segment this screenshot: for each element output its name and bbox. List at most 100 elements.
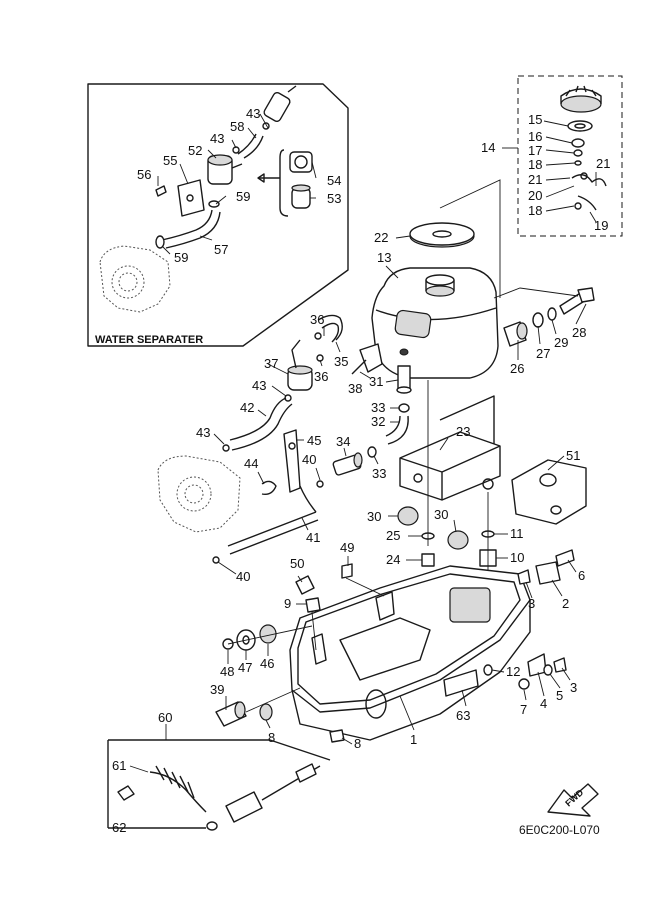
callout-55: 55	[163, 153, 177, 168]
hose-clamp-59-lower	[155, 235, 165, 249]
callout-15: 15	[528, 112, 542, 127]
leader-35	[335, 341, 341, 353]
water-separator-cup-54	[289, 151, 313, 173]
leader-3a	[525, 581, 533, 599]
bracket-23-boss	[482, 478, 494, 490]
fuel-cap-inset	[517, 75, 623, 237]
float-53-top	[291, 184, 311, 192]
drawing-code: 6E0C200-L070	[519, 823, 600, 837]
bolt-28-head	[577, 287, 595, 303]
leader-40b	[217, 561, 237, 575]
leader-23	[439, 437, 449, 451]
leader-52	[207, 149, 217, 159]
fuel-hose-32-edge	[387, 415, 409, 445]
bolt-9	[305, 597, 321, 613]
detail-pointer-arrow	[257, 173, 265, 183]
callout-10: 10	[510, 550, 524, 565]
part-18-upper	[574, 160, 582, 166]
tank-cushion-22-hole	[432, 230, 452, 238]
callout-22: 22	[374, 230, 388, 245]
leader-40a	[315, 467, 321, 481]
grommet-2	[535, 561, 561, 585]
nut-3-upper	[517, 569, 531, 585]
cowling-internal-block	[449, 587, 491, 623]
leader-57	[199, 235, 213, 241]
leader-58	[247, 127, 257, 139]
hose-clip-43-upper	[284, 394, 292, 402]
fuel-tank-cap-14	[560, 95, 602, 113]
callout-40: 40	[236, 569, 250, 584]
fuel-hose-58-edge	[243, 135, 264, 159]
water-separator-outlet	[231, 163, 243, 169]
leader-6	[567, 559, 577, 573]
part-17	[573, 149, 583, 157]
callout-18: 18	[528, 203, 542, 218]
callout-25: 25	[386, 528, 400, 543]
callout-28: 28	[572, 325, 586, 340]
switch-39-axis	[245, 687, 301, 713]
fuel-cock-38-stem	[351, 359, 367, 375]
callout-50: 50	[290, 556, 304, 571]
clip-40-lower	[212, 556, 220, 564]
callout-41: 41	[306, 530, 320, 545]
leader-59a	[215, 195, 227, 205]
screw-12	[483, 664, 493, 676]
water-separator-cap	[207, 154, 233, 166]
callout-31: 31	[369, 374, 383, 389]
callout-30: 30	[367, 509, 381, 524]
callout-32: 32	[371, 414, 385, 429]
bracket-hole	[186, 194, 194, 202]
callout-38: 38	[348, 381, 362, 396]
callout-3: 3	[570, 680, 577, 695]
leader-21a	[545, 177, 571, 181]
callout-54: 54	[327, 173, 341, 188]
callout-27: 27	[536, 346, 550, 361]
fuel-hose-42-edge	[231, 403, 293, 451]
grommet-8-left	[259, 703, 273, 721]
cowling-pivot	[311, 633, 327, 665]
leader-34	[343, 447, 347, 457]
leader-15	[543, 120, 569, 127]
bracket-51-hole-lower	[550, 505, 562, 515]
callout-8: 8	[354, 736, 361, 751]
leader-38	[359, 371, 371, 379]
callout-36: 36	[310, 312, 324, 327]
callout-44: 44	[244, 456, 258, 471]
callout-43: 43	[210, 131, 224, 146]
callout-4: 4	[540, 696, 547, 711]
callout-9: 9	[284, 596, 291, 611]
callout-numbers: 43 58 43 52 55 56 59 59 57 54 53 15 16 1…	[112, 106, 610, 837]
fuel-filter-37-inlet	[291, 339, 301, 369]
callout-33: 33	[371, 400, 385, 415]
leader-51	[547, 455, 565, 471]
fuel-cap-dome	[560, 88, 602, 104]
fuel-filler-neck-top	[425, 274, 455, 286]
clip-40-upper	[316, 480, 324, 488]
leader-50	[297, 575, 303, 583]
leader-4	[537, 671, 545, 697]
callout-21: 21	[528, 172, 542, 187]
leader-20	[545, 185, 575, 198]
bolt-6	[555, 549, 575, 567]
nut-7	[518, 678, 530, 690]
fuel-tank-seam	[375, 307, 497, 321]
screw-8-lower	[329, 729, 345, 743]
cable-group-top-line	[108, 739, 331, 761]
leader-59b	[161, 245, 171, 255]
fuel-cock-38	[359, 343, 383, 373]
callout-19: 19	[594, 218, 608, 233]
callout-17: 17	[528, 143, 542, 158]
leader-55	[179, 163, 189, 185]
callout-57: 57	[214, 242, 228, 257]
callout-3: 3	[528, 596, 535, 611]
callout-13: 13	[377, 250, 391, 265]
fuel-hose-42	[229, 397, 287, 441]
callout-34: 34	[336, 434, 350, 449]
bolt-axis-line	[493, 287, 579, 299]
gasket-15-hole	[574, 123, 586, 129]
callout-5: 5	[556, 688, 563, 703]
bracket-51-hole	[539, 473, 557, 487]
fuel-fitting-31-base	[396, 386, 412, 394]
leader-33b	[373, 455, 379, 465]
